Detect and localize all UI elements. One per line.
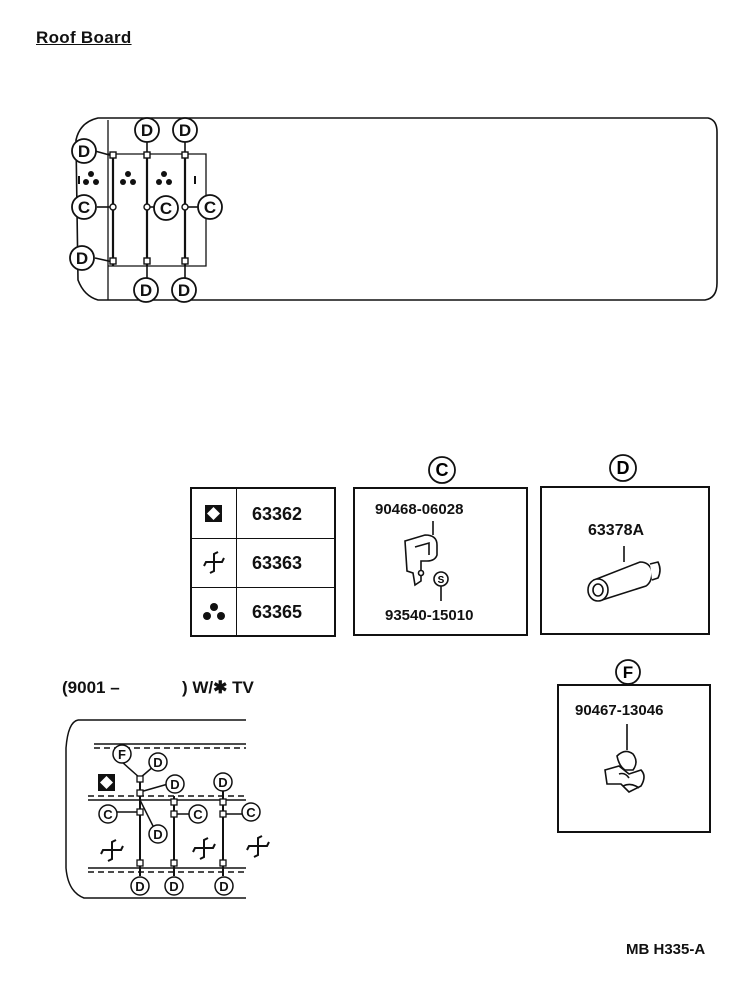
svg-text:C: C — [103, 807, 113, 822]
clip-c-drawing: S — [404, 521, 449, 601]
svg-text:D: D — [153, 755, 162, 770]
callout-d-header: D — [609, 454, 637, 482]
diamond-square-icon — [205, 505, 222, 522]
variant-end: ) W/✱ TV — [182, 678, 254, 697]
legend-part-number: 63363 — [252, 553, 303, 573]
svg-text:D: D — [169, 879, 178, 894]
svg-text:D: D — [179, 121, 191, 140]
symbol-legend: 63362 63363 63365 — [190, 487, 336, 637]
clip-c-part-top: 90468-06028 — [375, 501, 464, 518]
svg-text:D: D — [617, 458, 630, 478]
svg-text:C: C — [204, 198, 216, 217]
svg-text:S: S — [438, 575, 445, 586]
svg-text:D: D — [141, 121, 153, 140]
clip-f-drawing — [604, 724, 645, 793]
clip-f-part: 90467-13046 — [575, 702, 664, 719]
clip-f-box: 90467-13046 — [557, 684, 711, 833]
page-title: Roof Board — [36, 28, 132, 47]
legend-part-number: 63362 — [252, 504, 303, 524]
clip-d-box: 63378A — [540, 486, 710, 635]
clip-d-part: 63378A — [588, 522, 645, 539]
svg-text:D: D — [76, 249, 88, 268]
three-dot-icon — [83, 171, 99, 185]
legend-row: 63362 — [192, 489, 334, 539]
legend-row: 63365 — [192, 587, 334, 636]
svg-text:F: F — [118, 747, 126, 762]
svg-text:C: C — [193, 807, 203, 822]
svg-text:D: D — [218, 775, 227, 790]
pinwheel-icon — [192, 837, 216, 860]
legend-part-number: 63365 — [252, 602, 303, 622]
pinwheel-icon — [203, 551, 225, 574]
svg-text:D: D — [78, 142, 90, 161]
svg-text:D: D — [178, 281, 190, 300]
svg-text:C: C — [436, 460, 449, 480]
three-dot-icon — [120, 171, 136, 185]
diagram-code: MB H335-A — [626, 941, 706, 958]
svg-text:D: D — [135, 879, 144, 894]
three-dot-icon — [203, 603, 225, 620]
pinwheel-icon — [100, 839, 124, 862]
svg-text:D: D — [153, 827, 162, 842]
variant-start: (9001 – — [62, 678, 120, 697]
svg-text:C: C — [78, 198, 90, 217]
clip-c-part-bottom: 93540-15010 — [385, 607, 474, 624]
svg-text:D: D — [170, 777, 179, 792]
svg-text:D: D — [140, 281, 152, 300]
three-dot-icon — [156, 171, 172, 185]
diamond-square-icon — [98, 774, 115, 791]
pinwheel-icon — [246, 835, 270, 858]
tv-roof-diagram: F D D D C D C C D D D — [65, 719, 270, 899]
legend-row: 63363 — [192, 538, 334, 588]
svg-text:F: F — [623, 663, 633, 682]
clip-c-box: 90468-06028 S 93540-15010 — [353, 487, 528, 636]
callout-c-header: C — [428, 456, 456, 484]
svg-text:C: C — [246, 805, 256, 820]
svg-text:C: C — [160, 199, 172, 218]
svg-text:D: D — [219, 879, 228, 894]
clip-d-drawing — [587, 546, 661, 602]
roof-board-diagram: D D D C C C D D D — [69, 117, 718, 303]
